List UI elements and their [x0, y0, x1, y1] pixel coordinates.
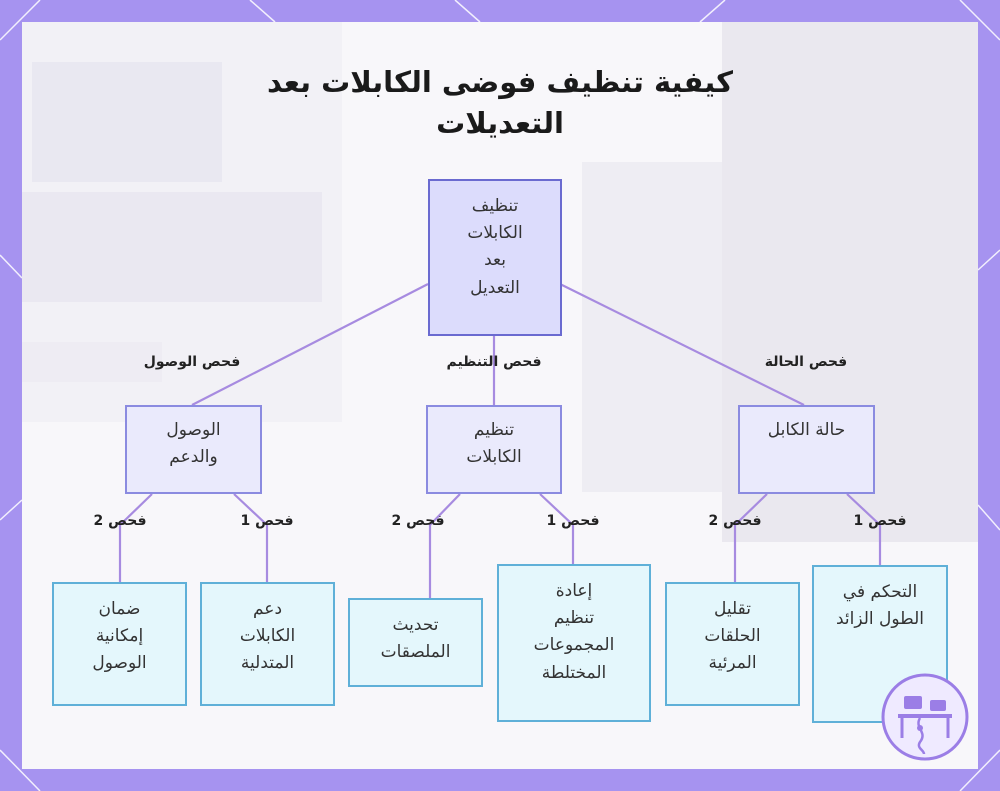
edge-condition-1 — [847, 494, 880, 565]
edge-root-access — [192, 284, 428, 405]
root-node: تنظيف الكابلات بعد التعديل — [428, 179, 562, 336]
leaf-update-labels-label: تحديث الملصقات — [381, 612, 451, 666]
leaf-reduce-loops-label: تقليل الحلقات المرئية — [704, 596, 760, 678]
leaf-update-labels: تحديث الملصقات — [348, 598, 483, 687]
node-cable-condition: حالة الكابل — [738, 405, 875, 494]
leaf-support-hanging-label: دعم الكابلات المتدلية — [240, 596, 295, 678]
edge-label-organize-2: فحص 2 — [392, 513, 445, 529]
edge-label-condition-2: فحص 2 — [709, 513, 762, 529]
edge-organize-1 — [540, 494, 573, 564]
node-access-support: الوصول والدعم — [125, 405, 262, 494]
edge-label-access-2: فحص 2 — [94, 513, 147, 529]
edge-label-condition: فحص الحالة — [765, 354, 847, 370]
leaf-ensure-access-label: ضمان إمكانية الوصول — [92, 596, 146, 678]
cable-desk-logo-icon — [880, 672, 970, 762]
edge-root-condition — [560, 284, 804, 405]
edge-label-organize-1: فحص 1 — [547, 513, 600, 529]
edge-organize-2 — [430, 494, 460, 598]
edge-label-organize: فحص التنظيم — [446, 354, 541, 370]
node-cable-condition-label: حالة الكابل — [768, 417, 845, 444]
edge-access-1 — [234, 494, 267, 582]
node-cable-organization: تنظيم الكابلات — [426, 405, 562, 494]
leaf-reorganize-groups-label: إعادة تنظيم المجموعات المختلطة — [534, 578, 615, 687]
edge-condition-2 — [735, 494, 767, 582]
leaf-reduce-loops: تقليل الحلقات المرئية — [665, 582, 800, 706]
leaf-support-hanging: دعم الكابلات المتدلية — [200, 582, 335, 706]
edge-label-access: فحص الوصول — [144, 354, 241, 370]
edge-label-condition-1: فحص 1 — [854, 513, 907, 529]
edge-label-access-1: فحص 1 — [241, 513, 294, 529]
edge-access-2 — [120, 494, 152, 582]
leaf-ensure-access: ضمان إمكانية الوصول — [52, 582, 187, 706]
node-access-support-label: الوصول والدعم — [166, 417, 220, 471]
leaf-reorganize-groups: إعادة تنظيم المجموعات المختلطة — [497, 564, 651, 722]
node-cable-organization-label: تنظيم الكابلات — [466, 417, 521, 471]
diagram-card: كيفية تنظيف فوضى الكابلات بعد التعديلات … — [22, 22, 978, 769]
root-node-label: تنظيف الكابلات بعد التعديل — [467, 193, 522, 302]
leaf-excess-length-label: التحكم في الطول الزائد — [836, 579, 924, 633]
